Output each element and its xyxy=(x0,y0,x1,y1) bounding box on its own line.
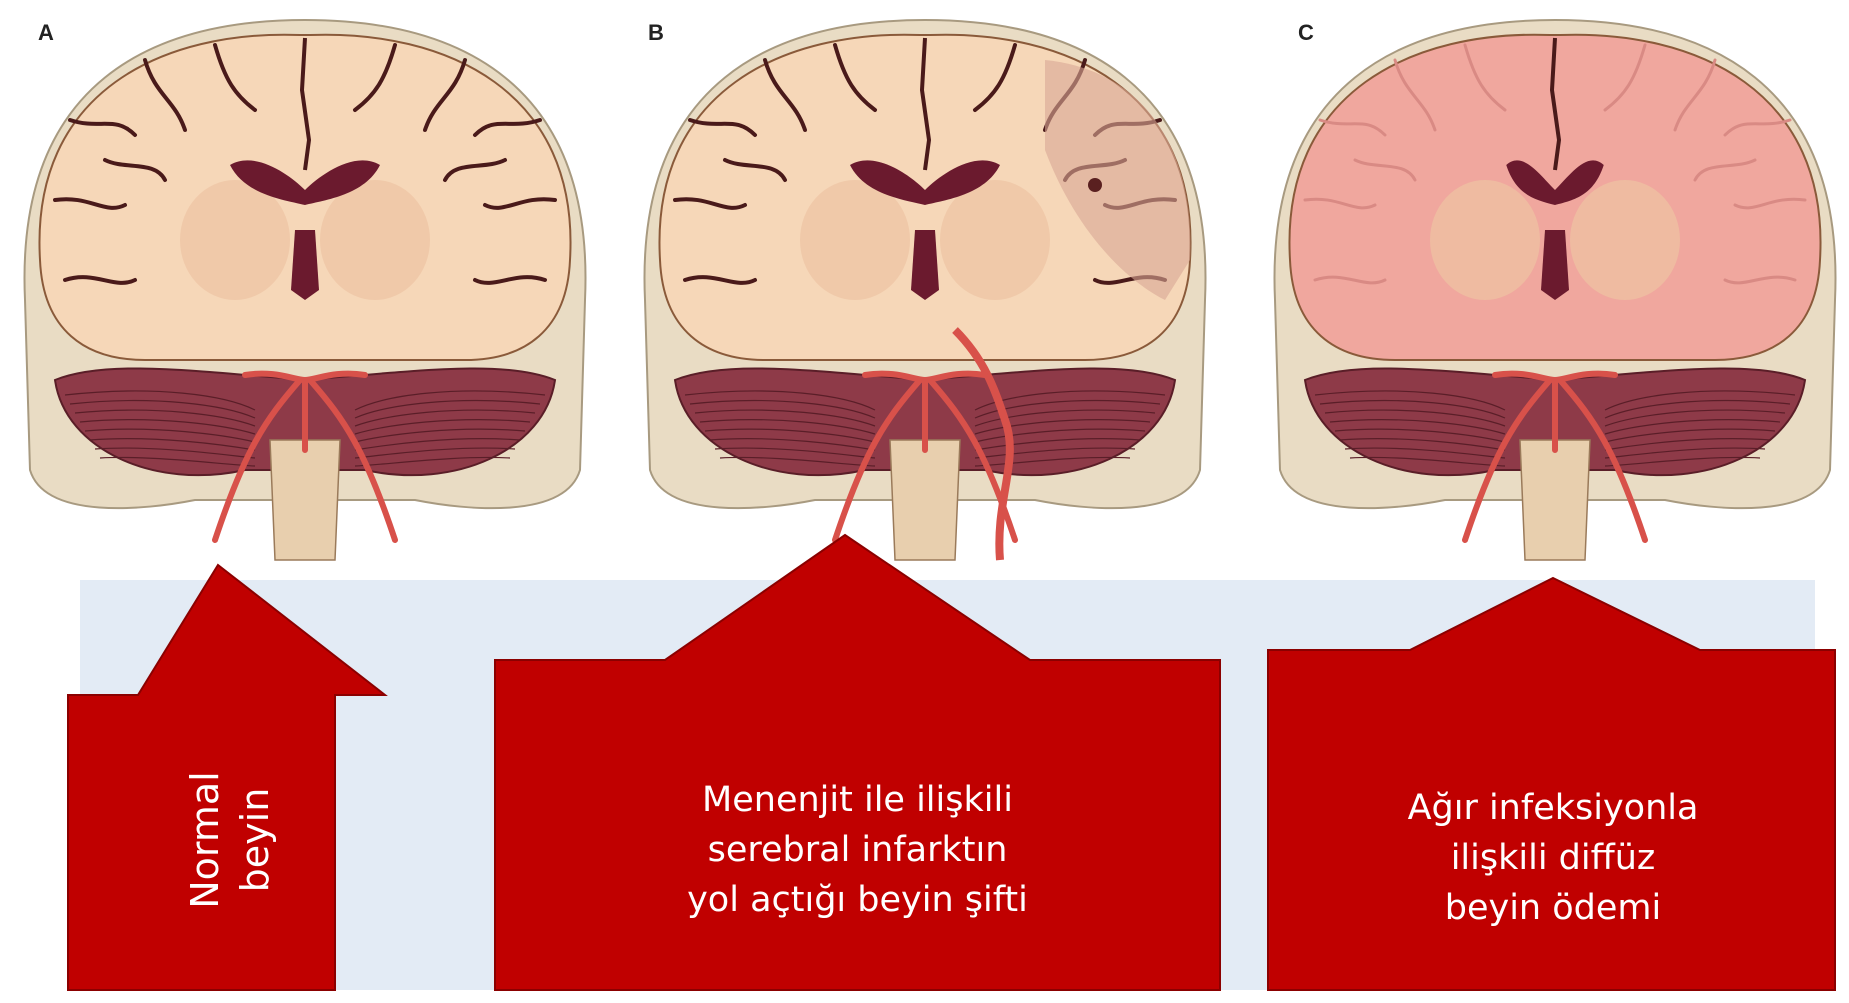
caption-edema-line1: Ağır infeksiyonla xyxy=(1408,783,1699,833)
infarct-focus xyxy=(1088,178,1102,192)
basal-ganglia-right xyxy=(1570,180,1680,300)
brainstem xyxy=(890,440,960,560)
panel-label-a: A xyxy=(38,20,54,46)
caption-herniation: Menenjit ile ilişkili serebral infarktın… xyxy=(495,740,1220,960)
third-ventricle xyxy=(911,230,939,300)
brain-panel-a xyxy=(24,20,585,560)
panel-label-c: C xyxy=(1298,20,1314,46)
caption-edema-line2: ilişkili diffüz xyxy=(1451,833,1656,883)
caption-normal: Normal beyin xyxy=(170,690,290,990)
caption-normal-line2: beyin xyxy=(230,788,280,893)
panel-label-b: B xyxy=(648,20,664,46)
caption-normal-line1: Normal xyxy=(180,771,230,909)
caption-edema: Ağır infeksiyonla ilişkili diffüz beyin … xyxy=(1268,745,1838,970)
caption-herniation-line2: serebral infarktın xyxy=(708,825,1008,875)
brainstem xyxy=(1520,440,1590,560)
caption-herniation-line1: Menenjit ile ilişkili xyxy=(702,775,1013,825)
basal-ganglia-left xyxy=(1430,180,1540,300)
caption-edema-line3: beyin ödemi xyxy=(1445,883,1661,933)
basal-ganglia-right xyxy=(320,180,430,300)
basal-ganglia-left xyxy=(180,180,290,300)
third-ventricle xyxy=(1541,230,1569,300)
brain-panel-c xyxy=(1274,20,1835,560)
basal-ganglia-right xyxy=(940,180,1050,300)
brainstem xyxy=(270,440,340,560)
third-ventricle xyxy=(291,230,319,300)
basal-ganglia-left xyxy=(800,180,910,300)
brain-panel-b xyxy=(644,20,1205,560)
caption-herniation-line3: yol açtığı beyin şifti xyxy=(687,875,1028,925)
